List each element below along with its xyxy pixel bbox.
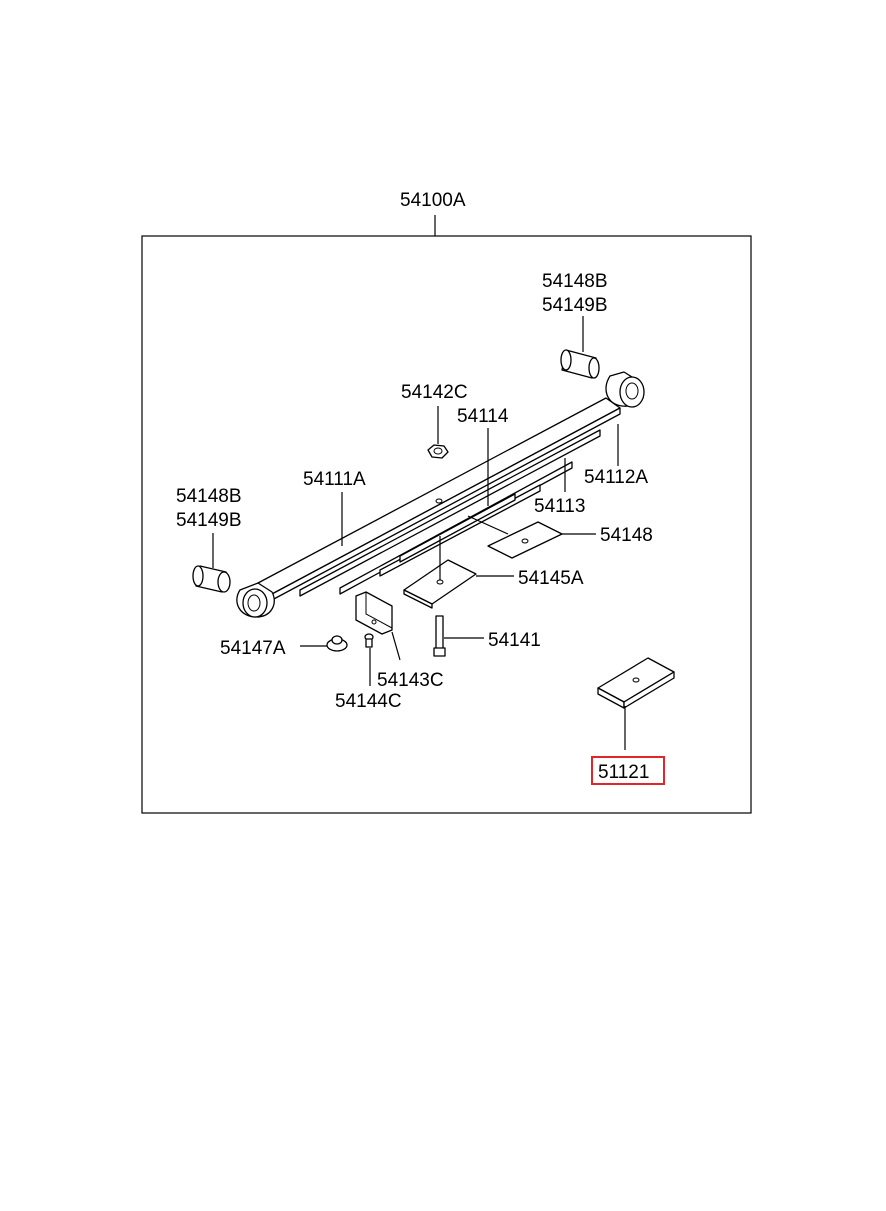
spacer-plate-icon bbox=[597, 657, 675, 709]
leaf-spring bbox=[236, 371, 645, 618]
label-pad-lower[interactable]: 54145A bbox=[518, 568, 584, 589]
pad-lower-icon bbox=[403, 559, 477, 609]
label-leaf-fourth[interactable]: 54114 bbox=[457, 406, 509, 427]
label-leaf-second[interactable]: 54112A bbox=[584, 467, 648, 488]
label-nut[interactable]: 54142C bbox=[401, 382, 468, 403]
label-spacer-plate[interactable]: 51121 bbox=[598, 762, 649, 783]
clip-bolt-icon bbox=[364, 633, 374, 648]
label-leaf-third[interactable]: 54113 bbox=[534, 496, 585, 517]
label-bushing-front-a[interactable]: 54148B bbox=[176, 486, 242, 507]
bumper-icon bbox=[326, 635, 348, 652]
label-clip[interactable]: 54143C bbox=[377, 670, 444, 691]
bushing-front-icon bbox=[192, 565, 231, 593]
bolt-icon bbox=[433, 615, 446, 657]
assembly-frame bbox=[141, 235, 752, 814]
label-leaf-main[interactable]: 54111A bbox=[303, 469, 366, 490]
label-clip-bolt[interactable]: 54144C bbox=[335, 691, 402, 712]
label-bushing-front-b[interactable]: 54149B bbox=[176, 510, 242, 531]
label-bushing-rear-a[interactable]: 54148B bbox=[542, 271, 608, 292]
bushing-rear-icon bbox=[560, 349, 600, 379]
highlight-box bbox=[591, 756, 665, 785]
pad-upper-icon bbox=[487, 521, 563, 559]
clip-icon bbox=[355, 591, 393, 635]
assembly-label[interactable]: 54100A bbox=[400, 190, 466, 211]
label-bushing-rear-b[interactable]: 54149B bbox=[542, 295, 608, 316]
label-pad-upper[interactable]: 54148 bbox=[600, 525, 653, 546]
label-bolt[interactable]: 54141 bbox=[488, 630, 541, 651]
nut-icon bbox=[427, 444, 449, 459]
label-bumper[interactable]: 54147A bbox=[220, 638, 286, 659]
